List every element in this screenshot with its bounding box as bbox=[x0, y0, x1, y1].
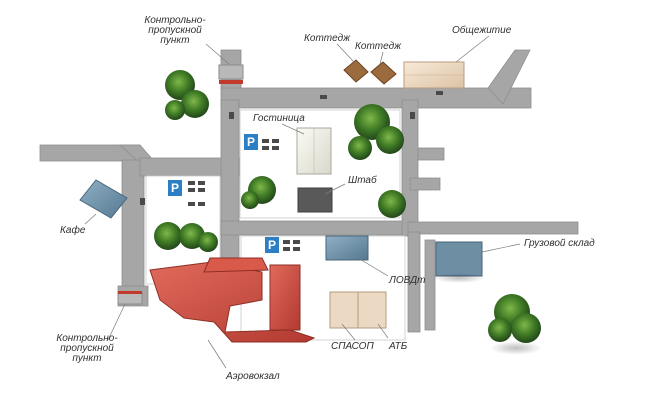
building-cafe bbox=[79, 179, 128, 219]
building-lovdt bbox=[325, 235, 369, 261]
label-terminal: Аэровокзал bbox=[226, 371, 280, 382]
road-network bbox=[39, 49, 579, 333]
label-atb: АТБ bbox=[389, 341, 408, 352]
building-cottages bbox=[343, 59, 397, 85]
building-spasop-atb bbox=[329, 291, 387, 329]
building-hotel bbox=[296, 127, 332, 175]
parking-letter: P bbox=[268, 238, 277, 252]
parking-letter: P bbox=[247, 135, 256, 149]
label-checkpoint-bottom: Контрольно- пропускной пункт bbox=[54, 334, 120, 364]
label-line: пропускной bbox=[60, 343, 114, 354]
label-line: Контрольно- bbox=[56, 333, 118, 344]
checkpoint-top bbox=[218, 64, 244, 84]
building-terminal bbox=[149, 257, 316, 343]
label-lovdt: ЛОВДт bbox=[389, 275, 426, 286]
tree-icon bbox=[241, 176, 276, 209]
label-dormitory: Общежитие bbox=[452, 25, 512, 36]
label-hq: Штаб bbox=[348, 175, 377, 186]
parking-letter: P bbox=[171, 181, 180, 195]
tree-icon bbox=[165, 70, 209, 120]
label-cargo: Грузовой склад bbox=[524, 238, 595, 249]
label-checkpoint-top: Контрольно- пропускной пункт bbox=[142, 16, 208, 46]
label-line: пропускной bbox=[148, 25, 202, 36]
building-dormitory bbox=[403, 61, 465, 89]
parking-sign-icon bbox=[168, 180, 182, 196]
tree-icon-group bbox=[154, 70, 542, 355]
tree-icon bbox=[378, 190, 406, 218]
label-spasop: СПАСОП bbox=[331, 341, 374, 352]
parking-sign-icon bbox=[265, 237, 279, 253]
checkpoint-bottom bbox=[117, 291, 143, 305]
tree-icon bbox=[348, 104, 404, 160]
label-cottage-1: Коттедж bbox=[304, 33, 350, 44]
tree-icon bbox=[154, 222, 218, 252]
building-hq bbox=[297, 187, 333, 213]
label-leader-lines bbox=[84, 35, 521, 369]
label-cottage-2: Коттедж bbox=[355, 41, 401, 52]
label-line: пункт bbox=[160, 35, 190, 46]
car-icon-group bbox=[140, 91, 443, 251]
building-cargo bbox=[433, 241, 485, 283]
parking-sign-group bbox=[168, 134, 279, 253]
label-cafe: Кафе bbox=[60, 225, 86, 236]
parking-sign-icon bbox=[244, 134, 258, 150]
label-hotel: Гостиница bbox=[253, 113, 305, 124]
tree-icon bbox=[488, 294, 542, 355]
label-line: пункт bbox=[72, 353, 102, 364]
label-line: Контрольно- bbox=[144, 15, 206, 26]
